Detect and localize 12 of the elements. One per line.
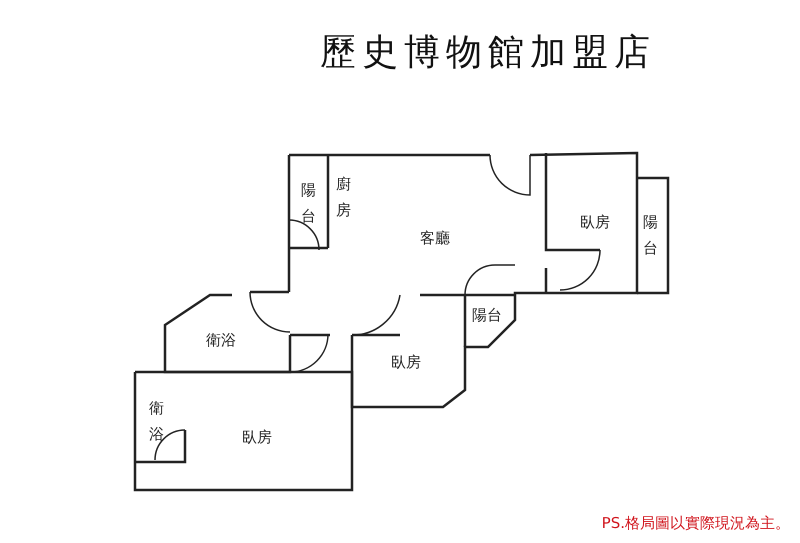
footnote: PS.格局圖以實際現況為主。 <box>602 514 790 533</box>
room-label: 陽台 <box>301 178 316 229</box>
room-label: 陽台 <box>472 306 502 325</box>
title: 歷史博物館加盟店 <box>320 31 656 75</box>
room-label: 衛浴 <box>206 331 236 350</box>
room-label: 客廳 <box>420 229 450 248</box>
room-label: 廚房 <box>336 172 351 223</box>
room-label: 臥房 <box>242 428 272 447</box>
room-label: 臥房 <box>391 353 421 372</box>
room-label: 衛浴 <box>149 396 164 447</box>
room-label: 陽台 <box>643 210 658 261</box>
room-label: 臥房 <box>580 213 610 232</box>
